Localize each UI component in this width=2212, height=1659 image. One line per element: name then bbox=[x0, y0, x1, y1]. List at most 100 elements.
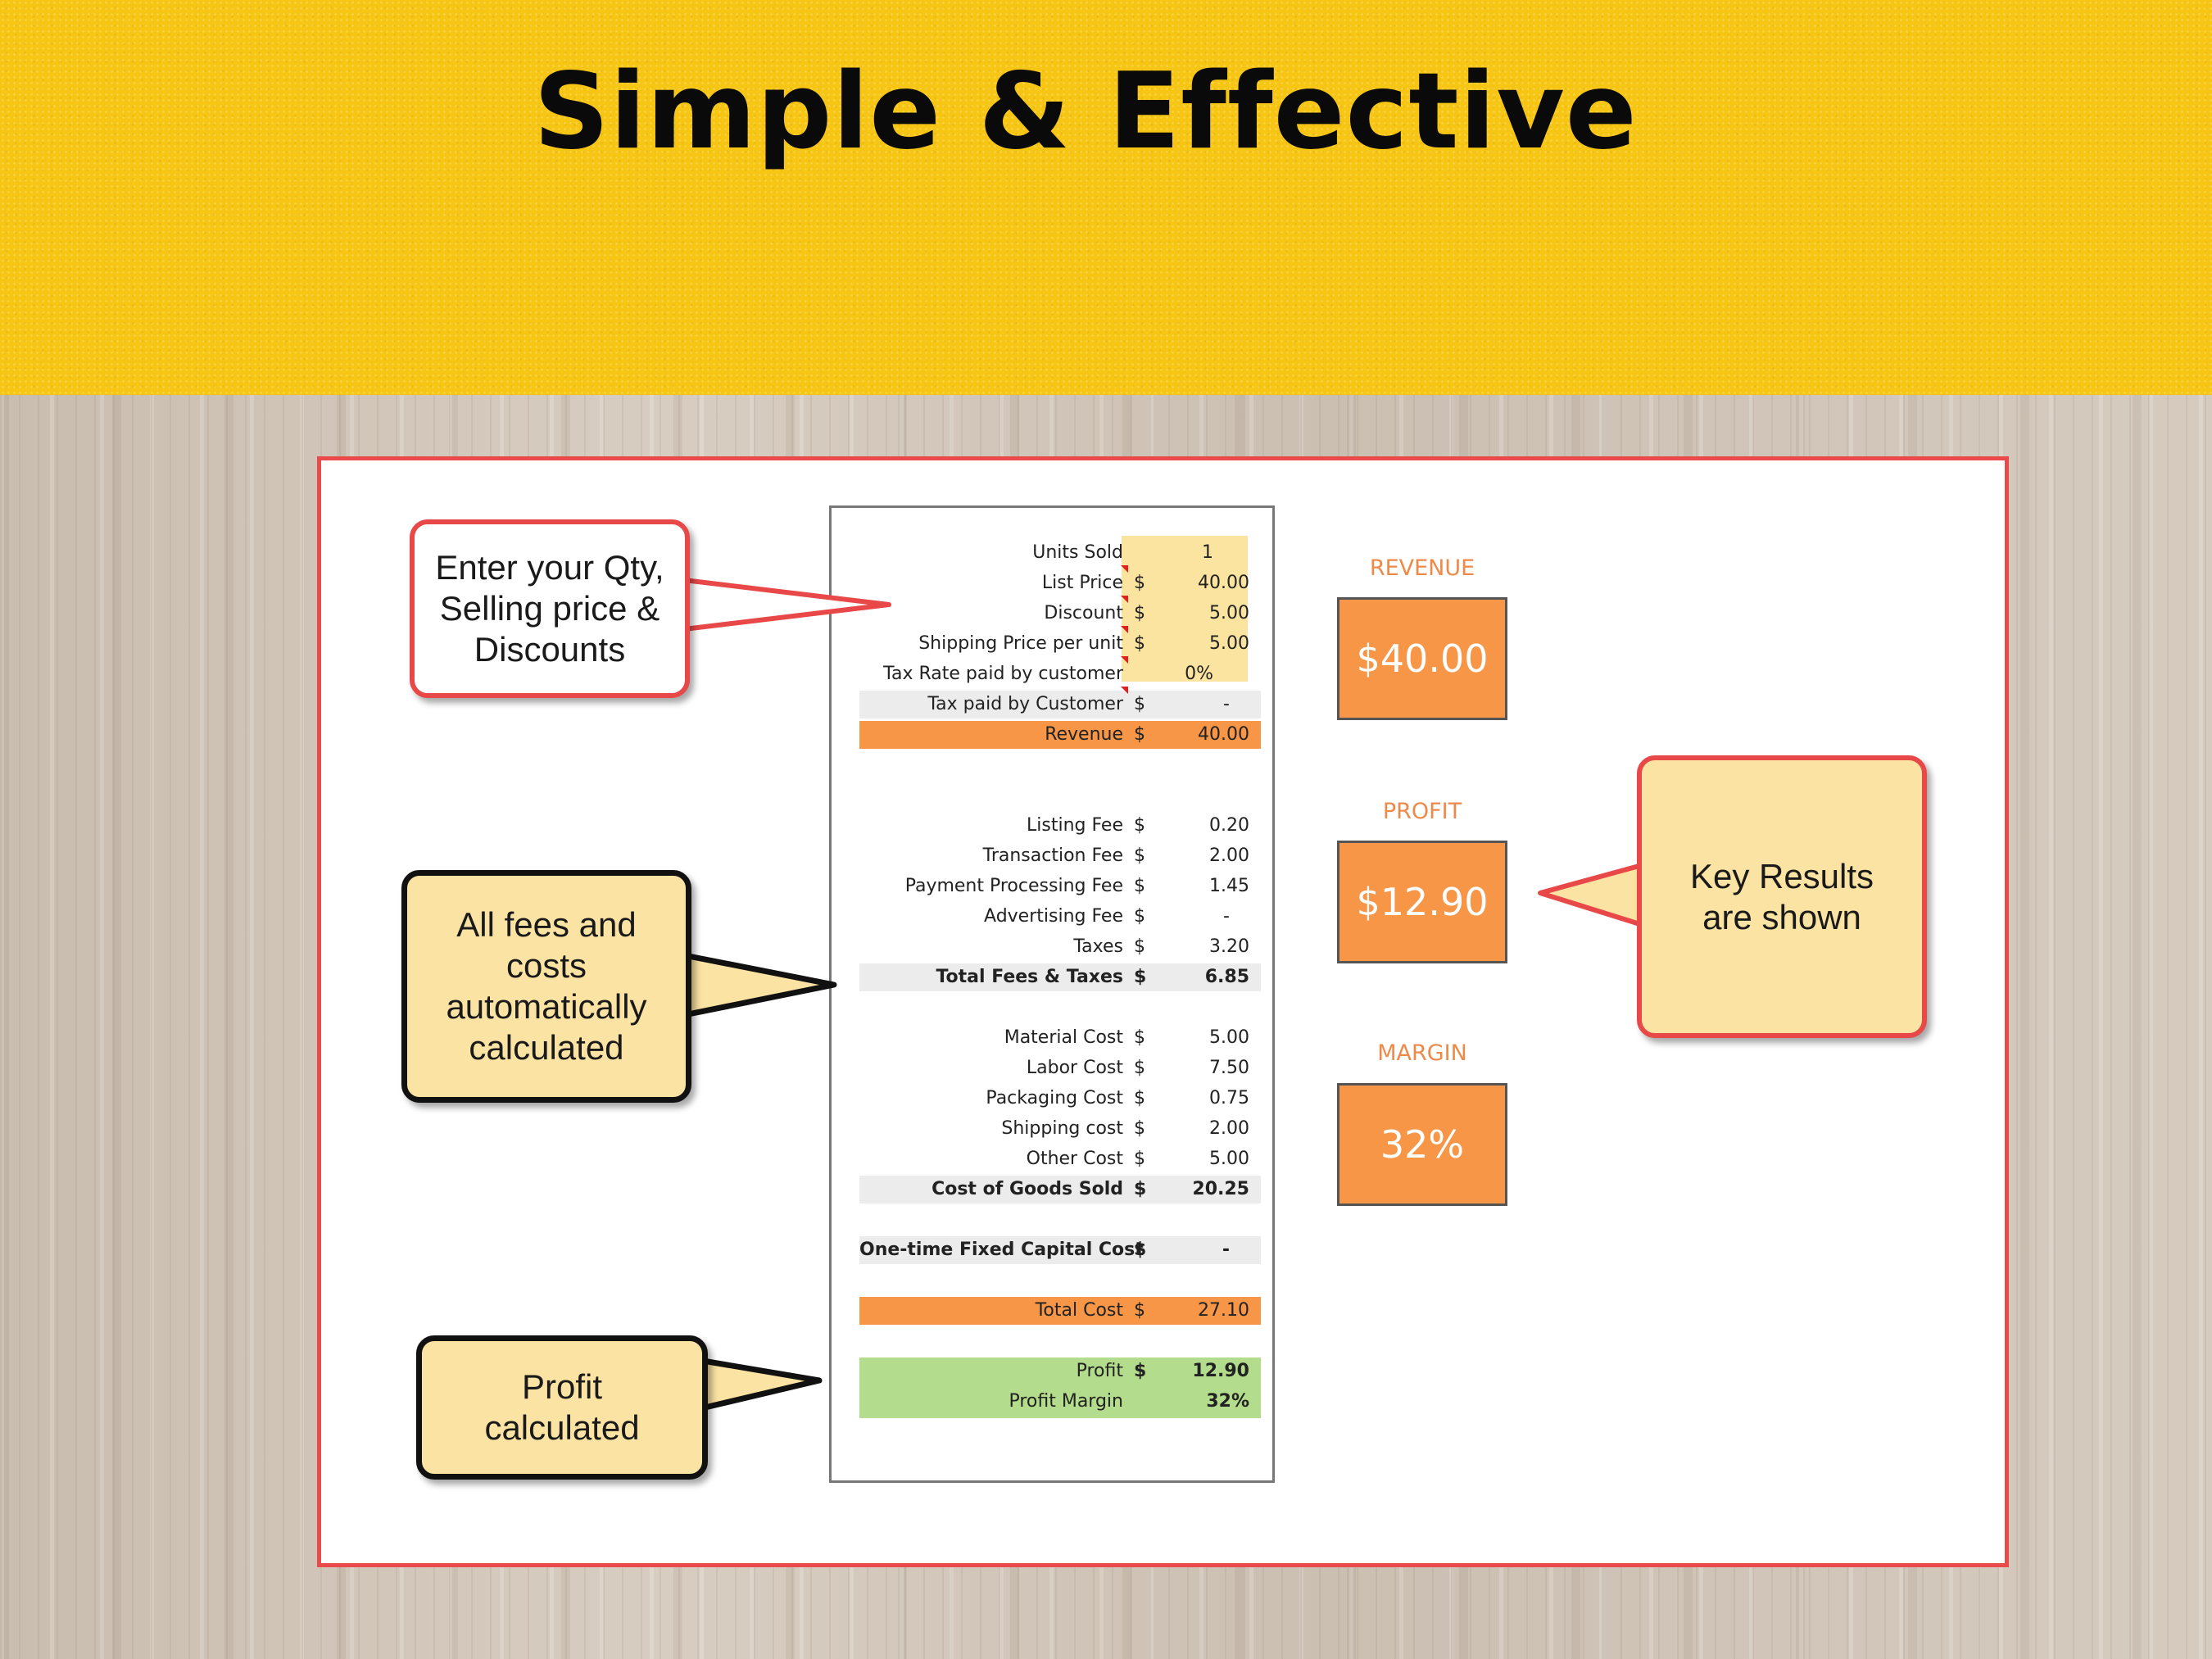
discount-input[interactable]: 5.00 bbox=[1209, 603, 1249, 623]
row-label: Total Cost bbox=[1035, 1300, 1123, 1321]
row-currency: $ bbox=[1134, 1088, 1145, 1108]
row-label: Profit bbox=[1076, 1361, 1123, 1381]
row-currency: $ bbox=[1134, 967, 1147, 987]
row-label: Shipping Price per unit bbox=[918, 633, 1123, 654]
row-value: 6.85 bbox=[1204, 967, 1249, 987]
sheet-row-profit-margin: Profit Margin 32% bbox=[859, 1388, 1261, 1418]
row-value: - bbox=[1223, 694, 1230, 714]
row-currency: $ bbox=[1134, 1300, 1145, 1321]
row-currency: $ bbox=[1134, 815, 1145, 836]
callout-text: Enter your Qty, Selling price & Discount… bbox=[435, 548, 664, 669]
row-value: 20.25 bbox=[1192, 1179, 1249, 1199]
row-value: 3.20 bbox=[1209, 936, 1249, 957]
sheet-row-material-cost: Material Cost $ 5.00 bbox=[859, 1024, 1261, 1052]
list-price-input[interactable]: 40.00 bbox=[1198, 573, 1249, 593]
row-value: 27.10 bbox=[1198, 1300, 1249, 1321]
sheet-row-shipping-cost: Shipping cost $ 2.00 bbox=[859, 1115, 1261, 1143]
sheet-row-other-cost: Other Cost $ 5.00 bbox=[859, 1145, 1261, 1173]
row-currency: $ bbox=[1134, 936, 1145, 957]
row-currency: $ bbox=[1134, 724, 1145, 745]
row-label: One-time Fixed Capital Cost bbox=[859, 1240, 1144, 1260]
row-label: Discount bbox=[1044, 603, 1123, 623]
row-value: 12.90 bbox=[1192, 1361, 1249, 1381]
profit-result-label: PROFIT bbox=[1382, 799, 1462, 824]
comment-marker bbox=[1121, 565, 1128, 573]
row-label: Advertising Fee bbox=[984, 906, 1123, 927]
sheet-row-revenue: Revenue $ 40.00 bbox=[859, 721, 1261, 749]
row-value: - bbox=[1222, 1240, 1230, 1260]
comment-marker bbox=[1121, 596, 1128, 603]
row-value: 5.00 bbox=[1209, 1149, 1249, 1169]
row-currency: $ bbox=[1134, 573, 1145, 593]
header-banner bbox=[0, 0, 2212, 395]
shipping-price-input[interactable]: 5.00 bbox=[1209, 633, 1249, 654]
sheet-row-total-fees: Total Fees & Taxes $ 6.85 bbox=[859, 963, 1261, 991]
callout-enter-inputs: Enter your Qty, Selling price & Discount… bbox=[410, 519, 690, 698]
row-value: 2.00 bbox=[1209, 845, 1249, 866]
sheet-row-list-price: List Price $ 40.00 bbox=[859, 569, 1261, 597]
row-currency: $ bbox=[1134, 1149, 1145, 1169]
row-currency: $ bbox=[1134, 845, 1145, 866]
margin-result-label: MARGIN bbox=[1377, 1040, 1467, 1066]
tax-rate-input[interactable]: 0% bbox=[1185, 664, 1213, 684]
sheet-row-labor-cost: Labor Cost $ 7.50 bbox=[859, 1054, 1261, 1082]
sheet-row-tax-paid: Tax paid by Customer $ - bbox=[859, 691, 1261, 718]
sheet-row-transaction-fee: Transaction Fee $ 2.00 bbox=[859, 842, 1261, 870]
row-currency: $ bbox=[1134, 1361, 1147, 1381]
comment-marker bbox=[1121, 626, 1128, 633]
sheet-row-shipping-price: Shipping Price per unit $ 5.00 bbox=[859, 630, 1261, 658]
margin-result-box: 32% bbox=[1337, 1083, 1507, 1206]
callout-text: All fees and costs automatically calcula… bbox=[446, 905, 647, 1067]
callout-text: Key Results are shown bbox=[1689, 856, 1874, 936]
row-currency: $ bbox=[1134, 906, 1145, 927]
profit-result-box: $12.90 bbox=[1337, 841, 1507, 963]
sheet-row-taxes: Taxes $ 3.20 bbox=[859, 933, 1261, 961]
revenue-result-box: $40.00 bbox=[1337, 597, 1507, 720]
sheet-row-cogs: Cost of Goods Sold $ 20.25 bbox=[859, 1176, 1261, 1203]
row-currency: $ bbox=[1134, 876, 1145, 896]
row-value: 0.20 bbox=[1209, 815, 1249, 836]
row-label: Packaging Cost bbox=[986, 1088, 1123, 1108]
sheet-row-fixed-capital: One-time Fixed Capital Cost $ - bbox=[859, 1236, 1261, 1264]
sheet-row-listing-fee: Listing Fee $ 0.20 bbox=[859, 812, 1261, 840]
row-value: 0.75 bbox=[1209, 1088, 1249, 1108]
row-label: Payment Processing Fee bbox=[904, 876, 1123, 896]
revenue-result-label: REVENUE bbox=[1369, 555, 1475, 581]
row-value: 40.00 bbox=[1198, 724, 1249, 745]
row-currency: $ bbox=[1134, 1027, 1145, 1048]
row-label: Revenue bbox=[1045, 724, 1123, 745]
row-label: Listing Fee bbox=[1027, 815, 1123, 836]
sheet-row-profit: Profit $ 12.90 bbox=[859, 1358, 1261, 1388]
row-label: Cost of Goods Sold bbox=[931, 1179, 1123, 1199]
sheet-row-packaging-cost: Packaging Cost $ 0.75 bbox=[859, 1085, 1261, 1113]
callout-key-results: Key Results are shown bbox=[1637, 755, 1927, 1038]
row-currency: $ bbox=[1134, 1179, 1147, 1199]
row-value: 7.50 bbox=[1209, 1058, 1249, 1078]
row-value: 32% bbox=[1206, 1391, 1249, 1412]
row-value: 5.00 bbox=[1209, 1027, 1249, 1048]
row-label: Profit Margin bbox=[1009, 1391, 1123, 1412]
sheet-row-payment-processing-fee: Payment Processing Fee $ 1.45 bbox=[859, 873, 1261, 900]
sheet-row-advertising-fee: Advertising Fee $ - bbox=[859, 903, 1261, 931]
sheet-row-tax-rate: Tax Rate paid by customer 0% bbox=[859, 660, 1261, 688]
page-title: Simple & Effective bbox=[533, 51, 1638, 173]
units-sold-input[interactable]: 1 bbox=[1202, 542, 1213, 563]
row-value: - bbox=[1223, 906, 1230, 927]
row-currency: $ bbox=[1134, 1240, 1147, 1260]
row-label: Tax paid by Customer bbox=[927, 694, 1123, 714]
row-label: Labor Cost bbox=[1026, 1058, 1123, 1078]
comment-marker bbox=[1121, 687, 1128, 694]
row-label: Other Cost bbox=[1026, 1149, 1123, 1169]
callout-fees-calculated: All fees and costs automatically calcula… bbox=[401, 870, 691, 1103]
sheet-row-discount: Discount $ 5.00 bbox=[859, 600, 1261, 628]
row-label: Taxes bbox=[1073, 936, 1123, 957]
row-value: 2.00 bbox=[1209, 1118, 1249, 1139]
row-label: Tax Rate paid by customer bbox=[883, 664, 1123, 684]
row-label: Material Cost bbox=[1004, 1027, 1123, 1048]
row-currency: $ bbox=[1134, 1058, 1145, 1078]
callout-text: Profit calculated bbox=[484, 1367, 640, 1447]
row-label: Shipping cost bbox=[1001, 1118, 1123, 1139]
row-label: Transaction Fee bbox=[982, 845, 1123, 866]
sheet-row-units-sold: Units Sold 1 bbox=[859, 539, 1261, 567]
sheet-row-total-cost: Total Cost $ 27.10 bbox=[859, 1297, 1261, 1325]
